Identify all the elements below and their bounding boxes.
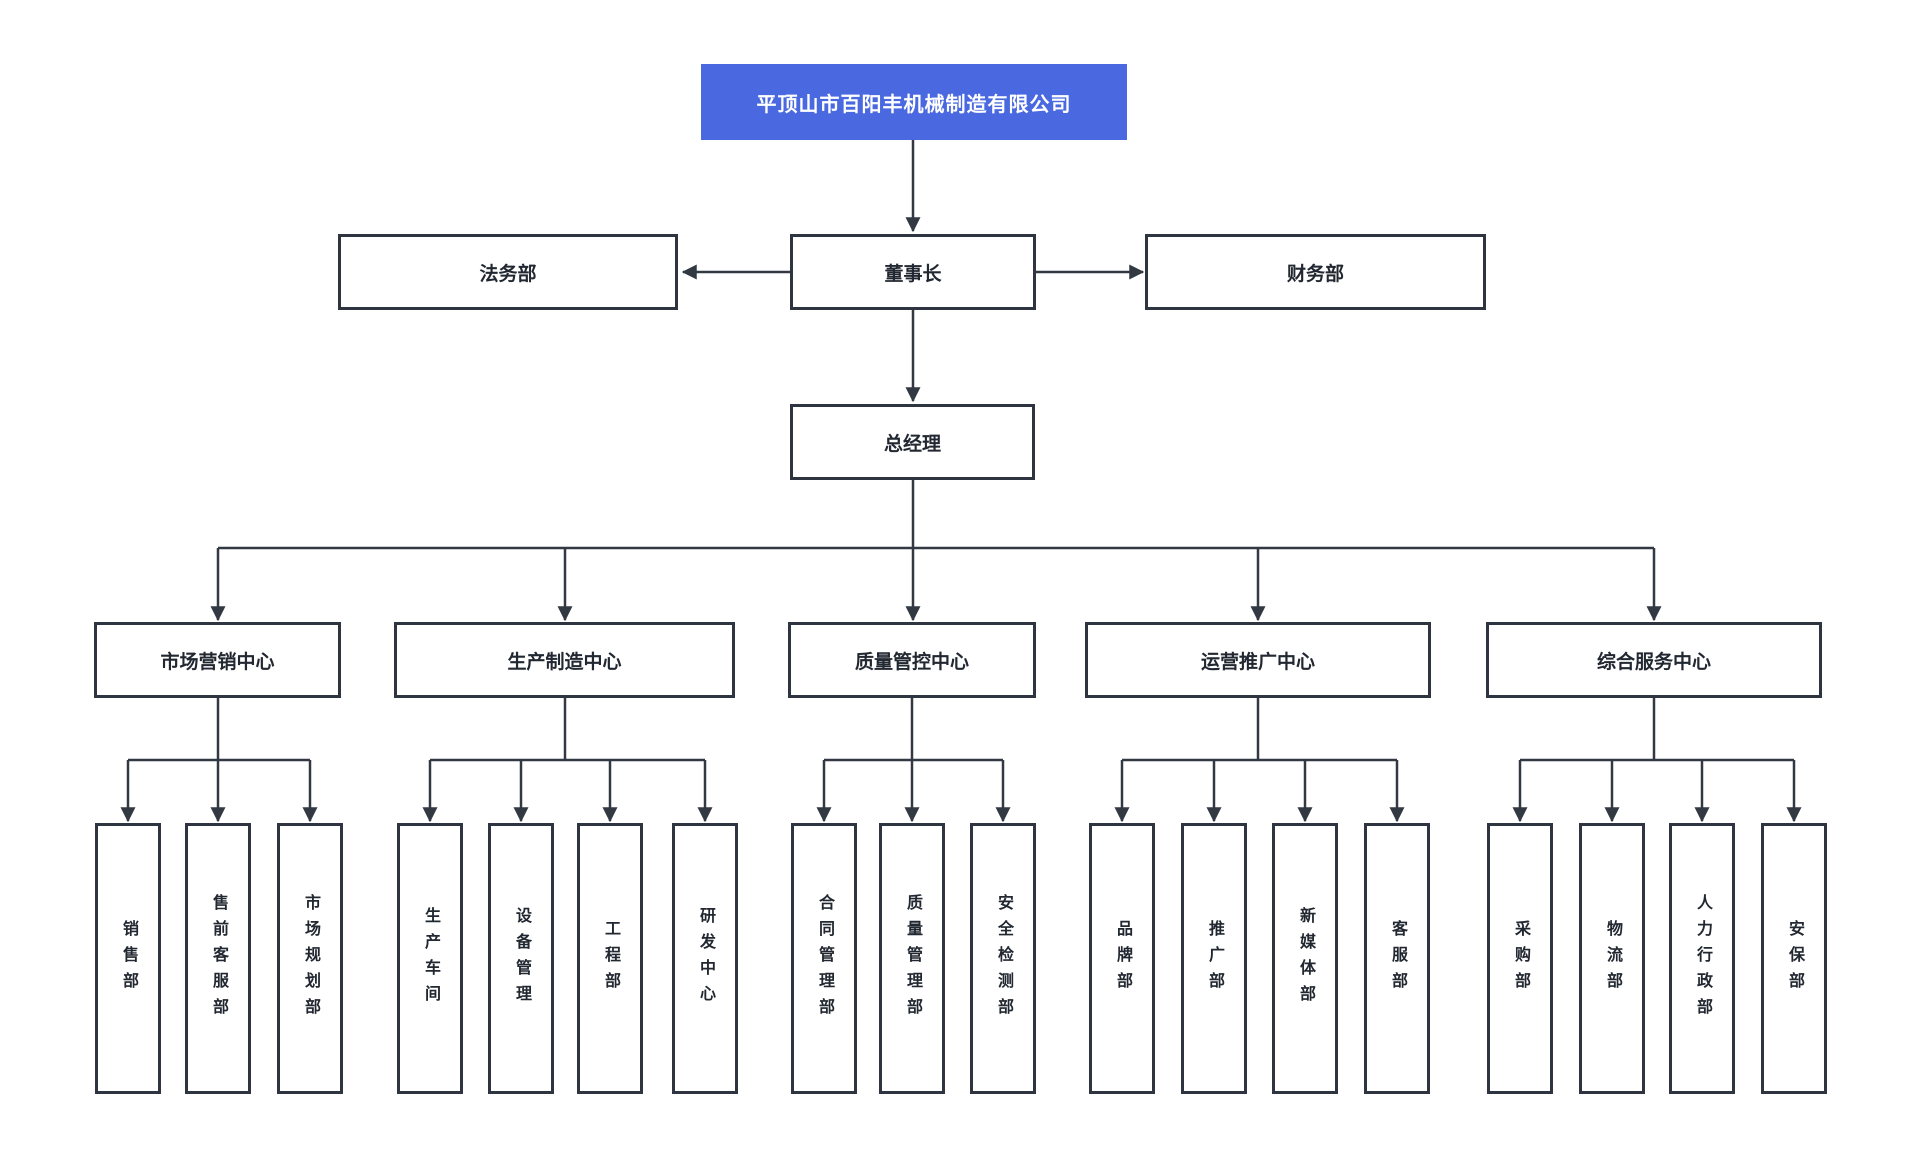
node-center-operations[interactable]: 运营推广中心 [1085, 622, 1431, 698]
dept-label: 工程部 [602, 919, 619, 998]
node-dept-security[interactable]: 安保部 [1761, 823, 1827, 1094]
chairman-label: 董事长 [884, 263, 942, 285]
dept-label: 安保部 [1786, 919, 1803, 998]
center-label: 质量管控中心 [854, 651, 969, 673]
node-general-manager[interactable]: 总经理 [790, 404, 1035, 480]
dept-label: 销售部 [120, 919, 137, 998]
node-dept-equipment-mgmt[interactable]: 设备管理 [488, 823, 554, 1094]
node-dept-presales-service[interactable]: 售前客服部 [185, 823, 251, 1094]
node-dept-promotion[interactable]: 推广部 [1181, 823, 1247, 1094]
general-manager-label: 总经理 [883, 433, 941, 455]
center-label: 市场营销中心 [160, 651, 275, 673]
node-finance-dept[interactable]: 财务部 [1145, 234, 1486, 310]
company-title: 平顶山市百阳丰机械制造有限公司 [756, 93, 1072, 116]
dept-label: 客服部 [1389, 919, 1406, 998]
node-center-services[interactable]: 综合服务中心 [1486, 622, 1822, 698]
legal-dept-label: 法务部 [479, 263, 537, 285]
dept-label: 安全检测部 [995, 893, 1012, 1024]
dept-label: 采购部 [1512, 919, 1529, 998]
node-dept-logistics[interactable]: 物流部 [1579, 823, 1645, 1094]
node-dept-brand[interactable]: 品牌部 [1089, 823, 1155, 1094]
node-company-root[interactable]: 平顶山市百阳丰机械制造有限公司 [701, 64, 1127, 140]
dept-label: 物流部 [1604, 919, 1621, 998]
dept-label: 研发中心 [697, 906, 714, 1011]
node-dept-production-workshop[interactable]: 生产车间 [397, 823, 463, 1094]
node-dept-customer-service[interactable]: 客服部 [1364, 823, 1430, 1094]
node-dept-new-media[interactable]: 新媒体部 [1272, 823, 1338, 1094]
dept-label: 品牌部 [1114, 919, 1131, 998]
node-dept-quality-mgmt[interactable]: 质量管理部 [879, 823, 945, 1094]
node-center-quality[interactable]: 质量管控中心 [788, 622, 1036, 698]
dept-label: 生产车间 [422, 906, 439, 1011]
node-legal-dept[interactable]: 法务部 [338, 234, 678, 310]
dept-label: 售前客服部 [210, 893, 227, 1024]
dept-label: 人力行政部 [1694, 893, 1711, 1024]
node-dept-market-planning[interactable]: 市场规划部 [277, 823, 343, 1094]
node-dept-contract-mgmt[interactable]: 合同管理部 [791, 823, 857, 1094]
center-label: 生产制造中心 [507, 651, 622, 673]
node-dept-hr-admin[interactable]: 人力行政部 [1669, 823, 1735, 1094]
node-chairman[interactable]: 董事长 [790, 234, 1036, 310]
dept-label: 质量管理部 [904, 893, 921, 1024]
center-label: 综合服务中心 [1596, 651, 1711, 673]
node-dept-engineering[interactable]: 工程部 [577, 823, 643, 1094]
center-label: 运营推广中心 [1200, 651, 1315, 673]
node-dept-procurement[interactable]: 采购部 [1487, 823, 1553, 1094]
node-dept-rnd-center[interactable]: 研发中心 [672, 823, 738, 1094]
dept-label: 新媒体部 [1297, 906, 1314, 1011]
node-center-production[interactable]: 生产制造中心 [394, 622, 735, 698]
dept-label: 推广部 [1206, 919, 1223, 998]
node-dept-safety-inspection[interactable]: 安全检测部 [970, 823, 1036, 1094]
dept-label: 合同管理部 [816, 893, 833, 1024]
node-dept-sales[interactable]: 销售部 [95, 823, 161, 1094]
node-center-marketing[interactable]: 市场营销中心 [94, 622, 341, 698]
dept-label: 市场规划部 [302, 893, 319, 1024]
finance-dept-label: 财务部 [1286, 263, 1344, 285]
dept-label: 设备管理 [513, 906, 530, 1011]
